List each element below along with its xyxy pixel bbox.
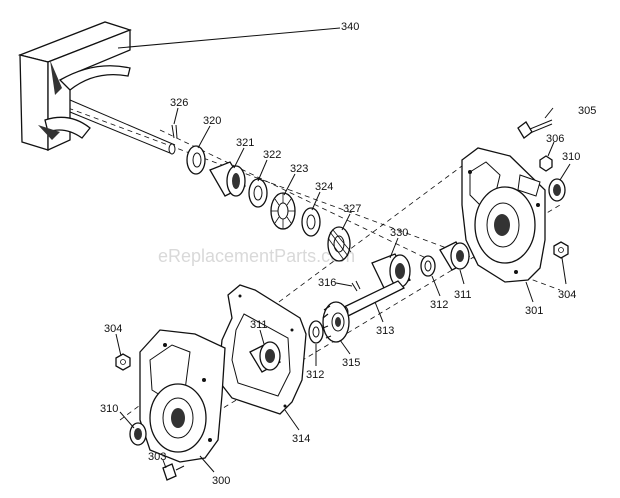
label-326: 326 (170, 97, 188, 109)
part-323-thrust-bearing (270, 192, 296, 230)
label-303: 303 (148, 451, 166, 463)
label-327: 327 (343, 203, 361, 215)
part-304-nut-left (115, 353, 131, 371)
part-311-bushing-right (439, 241, 470, 271)
label-300: 300 (212, 475, 230, 487)
part-327-worm-gear (327, 226, 352, 262)
label-313: 313 (376, 325, 394, 337)
part-303-screw (162, 463, 185, 481)
label-316: 316 (318, 277, 336, 289)
label-324: 324 (315, 181, 333, 193)
label-340: 340 (341, 21, 359, 33)
part-330-bushing (371, 253, 411, 291)
part-320-washer (186, 145, 206, 175)
label-310-right: 310 (562, 151, 580, 163)
label-314: 314 (292, 433, 310, 445)
label-320: 320 (203, 115, 221, 127)
label-304-left: 304 (104, 323, 122, 335)
label-330: 330 (390, 227, 408, 239)
label-304-right: 304 (558, 289, 576, 301)
label-323: 323 (290, 163, 308, 175)
label-310-left: 310 (100, 403, 118, 415)
label-305: 305 (578, 105, 596, 117)
part-311-bushing-left (249, 341, 281, 373)
label-321: 321 (236, 137, 254, 149)
part-324-washer (301, 207, 321, 237)
part-labels: 340 326 320 321 322 323 324 327 330 316 … (100, 21, 596, 487)
part-321-bushing (209, 161, 246, 197)
part-312-washer-right (420, 255, 436, 277)
part-305-bolt (517, 119, 553, 139)
part-300-gear-housing (139, 329, 226, 463)
part-310-bushing-left (129, 422, 147, 446)
label-312-right: 312 (430, 299, 448, 311)
part-316-key (351, 280, 361, 292)
label-315: 315 (342, 357, 360, 369)
watermark-text: eReplacementParts.com (158, 246, 355, 266)
label-301: 301 (525, 305, 543, 317)
part-306-nut (539, 155, 553, 172)
part-312-washer-left (308, 320, 324, 344)
part-301-gear-housing (461, 147, 546, 283)
part-340-auger-shaft (17, 21, 176, 155)
part-310-bushing-right (548, 178, 566, 202)
part-313-shaft (341, 280, 406, 318)
label-312-left: 312 (306, 369, 324, 381)
part-315-gear (322, 301, 350, 343)
label-322: 322 (263, 149, 281, 161)
part-322-washer (248, 178, 268, 208)
label-311-right: 311 (454, 289, 472, 301)
label-311-left: 311 (250, 319, 268, 331)
part-326-pin (171, 124, 178, 139)
part-304-nut-right (553, 241, 569, 259)
label-306: 306 (546, 133, 564, 145)
leader-lines (115, 27, 571, 473)
